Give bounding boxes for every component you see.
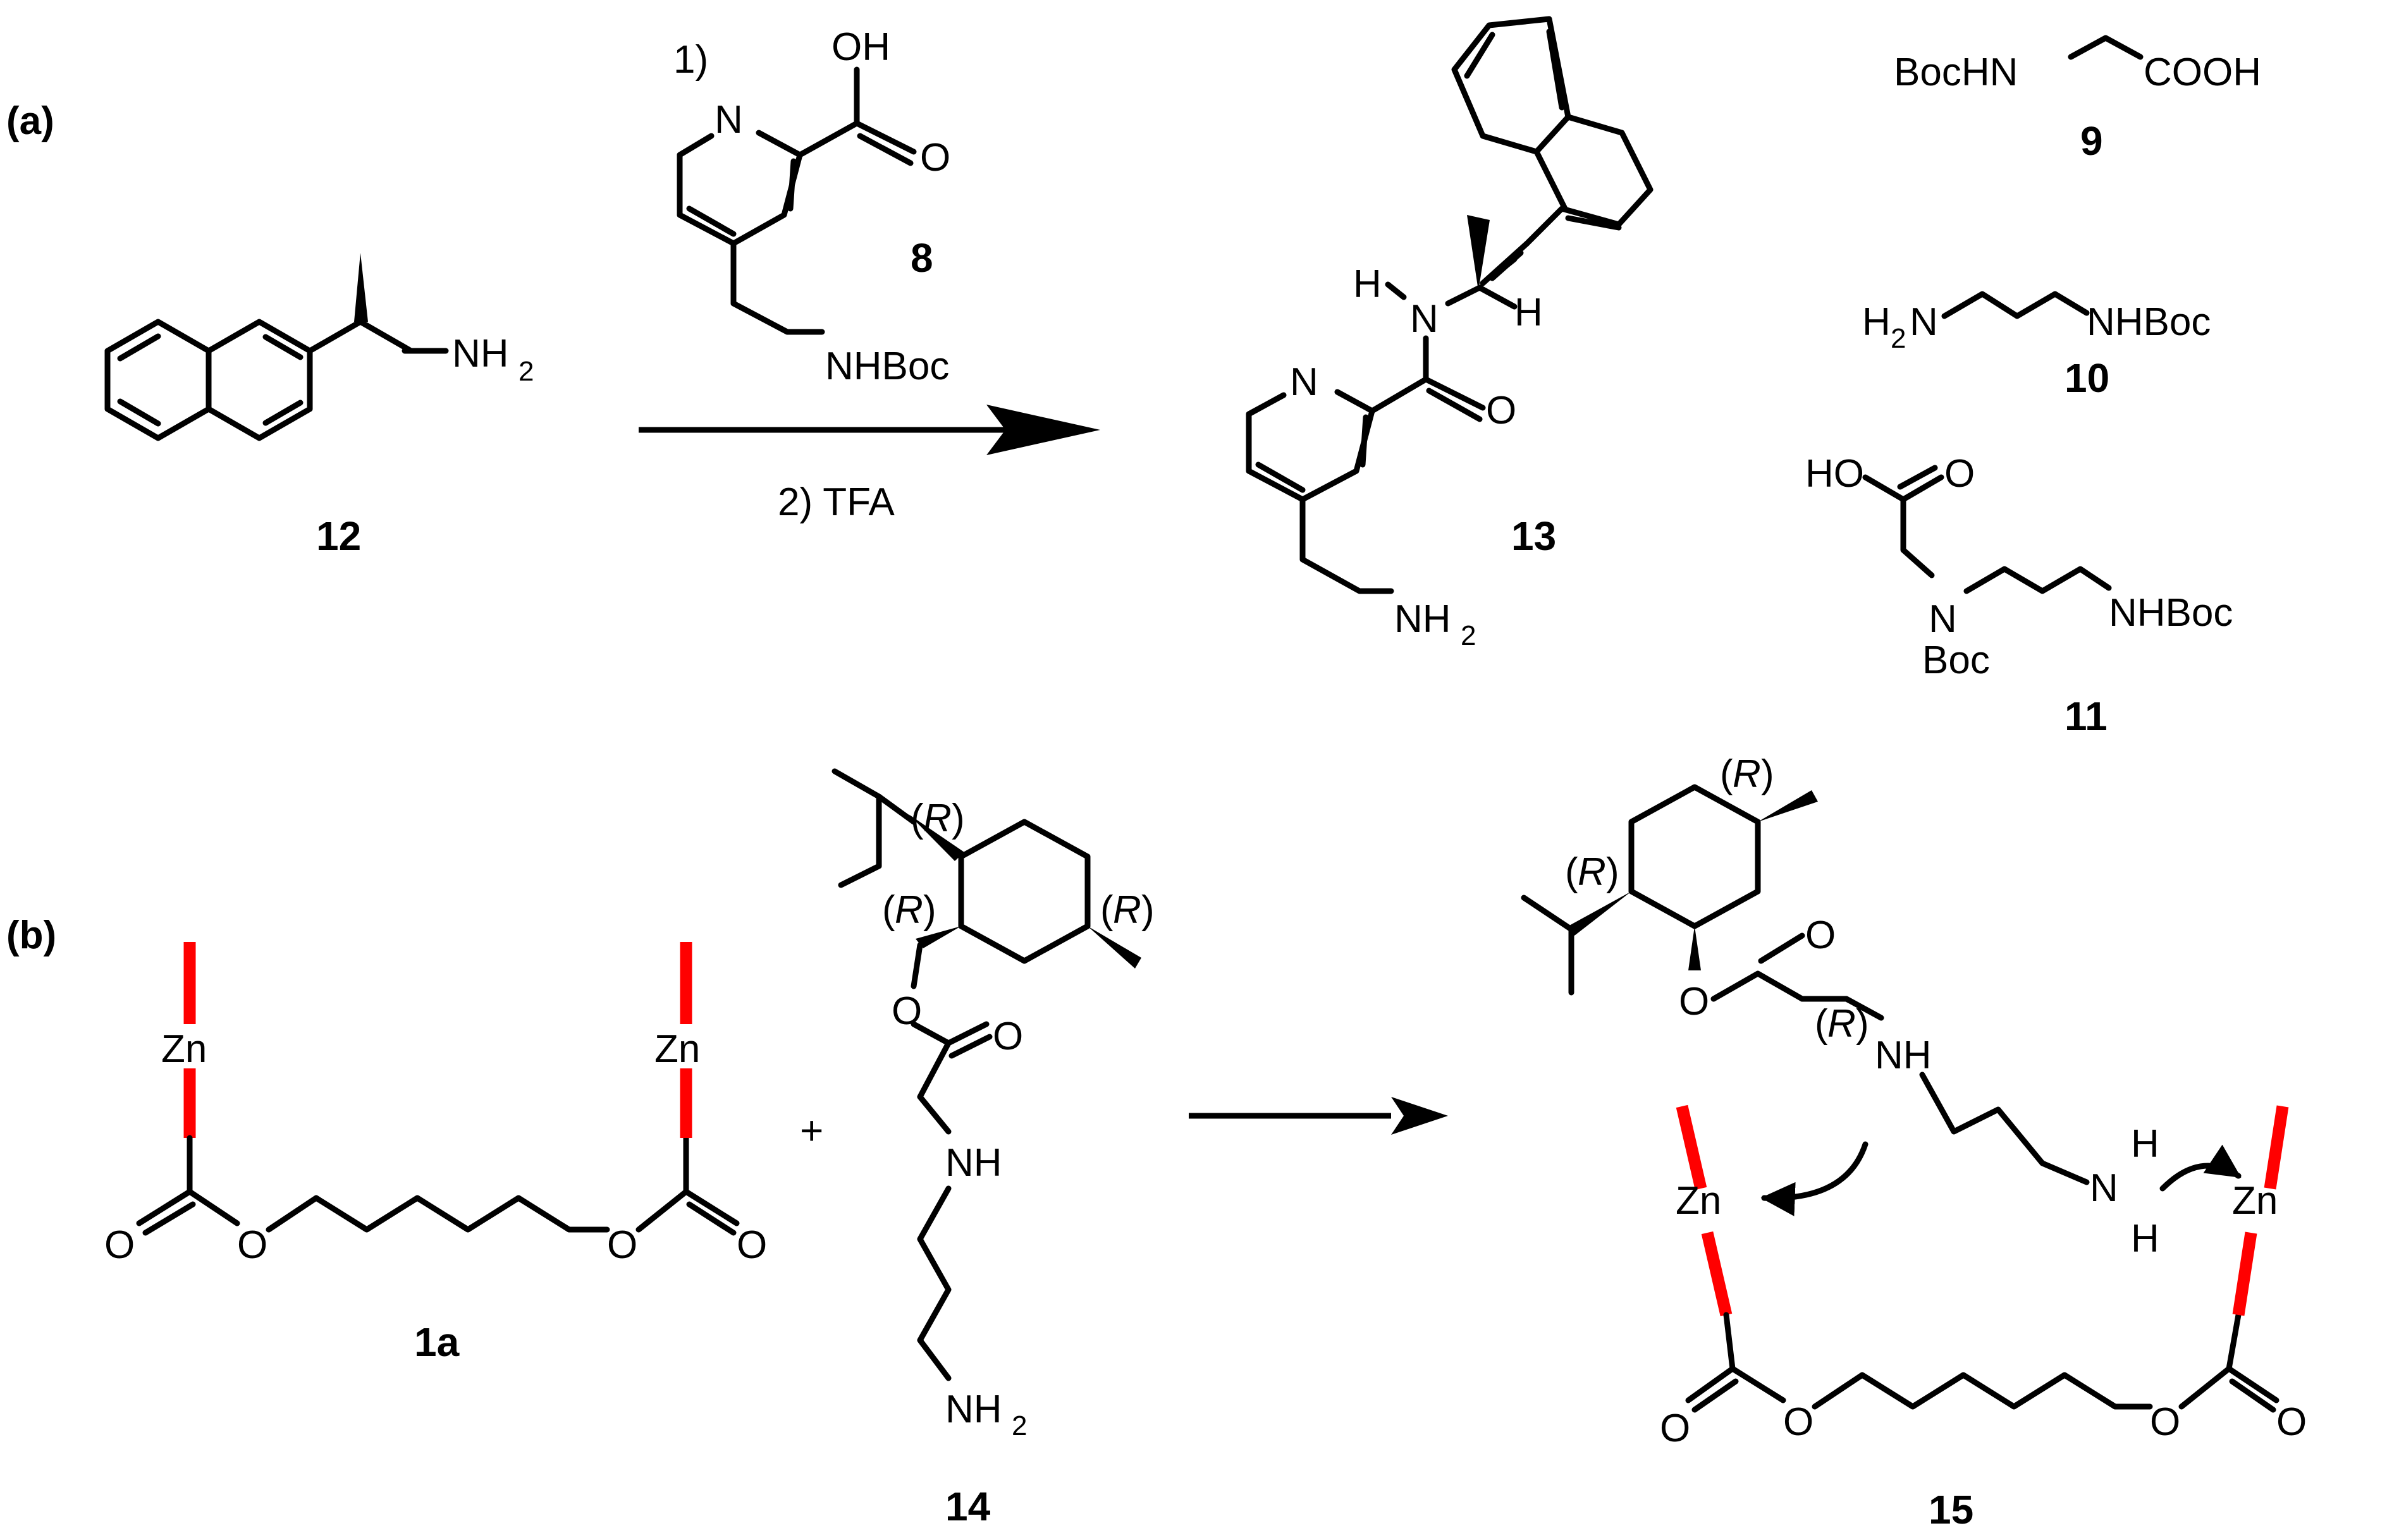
- svg-text:2: 2: [1461, 620, 1476, 651]
- svg-text:O: O: [237, 1223, 267, 1267]
- compound-8: N OH O NHBoc 8: [677, 25, 950, 388]
- svg-text:11: 11: [2065, 694, 2108, 739]
- svg-text:(: (: [1100, 888, 1114, 932]
- svg-text:): ): [923, 888, 936, 932]
- svg-text:(: (: [882, 888, 895, 932]
- svg-text:O: O: [2276, 1400, 2307, 1444]
- svg-text:(: (: [911, 797, 924, 840]
- svg-text:NH: NH: [452, 332, 509, 376]
- reaction-arrow-b: [1189, 1097, 1448, 1135]
- svg-text:1): 1): [673, 38, 708, 82]
- svg-text:O: O: [607, 1223, 637, 1267]
- compound-13: N NH 2 O N H H 13: [1246, 16, 1654, 651]
- svg-text:): ): [952, 797, 965, 840]
- panel-a-label: (a): [6, 99, 54, 143]
- svg-text:H: H: [2131, 1122, 2159, 1166]
- svg-text:R: R: [1827, 1002, 1856, 1046]
- svg-text:N: N: [1910, 300, 1938, 344]
- svg-text:O: O: [1783, 1400, 1813, 1444]
- svg-text:Zn: Zn: [1676, 1179, 1721, 1223]
- svg-text:R: R: [1113, 888, 1141, 932]
- svg-text:O: O: [104, 1223, 135, 1267]
- svg-text:O: O: [920, 136, 950, 180]
- svg-text:2) TFA: 2) TFA: [778, 480, 895, 524]
- svg-text:NHBoc: NHBoc: [2109, 591, 2233, 635]
- svg-text:2: 2: [1012, 1410, 1027, 1441]
- svg-text:12: 12: [316, 513, 361, 559]
- plus-sign: +: [800, 1108, 823, 1153]
- svg-text:): ): [1761, 752, 1774, 796]
- svg-text:NHBoc: NHBoc: [2087, 300, 2211, 344]
- svg-text:OH: OH: [831, 25, 890, 69]
- svg-text:H: H: [1862, 300, 1891, 344]
- svg-text:R: R: [895, 888, 923, 932]
- svg-text:O: O: [1805, 914, 1836, 957]
- svg-text:8: 8: [911, 235, 933, 281]
- svg-text:10: 10: [2065, 355, 2109, 401]
- svg-text:BocHN: BocHN: [1894, 51, 2018, 94]
- svg-text:O: O: [1679, 980, 1709, 1024]
- svg-text:15: 15: [1929, 1487, 1973, 1532]
- svg-text:NH: NH: [1394, 597, 1451, 641]
- svg-text:O: O: [993, 1015, 1023, 1058]
- svg-text:NHBoc: NHBoc: [825, 345, 949, 388]
- svg-text:Boc: Boc: [1922, 639, 1990, 682]
- svg-text:R: R: [923, 797, 952, 840]
- svg-text:R: R: [1578, 850, 1606, 894]
- svg-text:9: 9: [2080, 118, 2103, 164]
- svg-text:N: N: [2090, 1166, 2118, 1210]
- svg-text:H: H: [1514, 291, 1543, 334]
- svg-text:(: (: [1565, 850, 1578, 894]
- svg-text:13: 13: [1511, 513, 1556, 559]
- compound-12: NH 2 12: [104, 253, 534, 559]
- svg-text:N: N: [1929, 597, 1957, 641]
- svg-text:14: 14: [945, 1484, 991, 1529]
- svg-text:O: O: [2150, 1400, 2180, 1444]
- reaction-arrow-a: 1) 2) TFA: [639, 38, 1100, 524]
- svg-text:(: (: [1815, 1002, 1828, 1046]
- svg-text:HO: HO: [1805, 452, 1864, 496]
- svg-text:N: N: [715, 98, 743, 142]
- svg-text:O: O: [1660, 1407, 1690, 1450]
- svg-text:O: O: [1944, 452, 1975, 496]
- svg-text:O: O: [737, 1223, 767, 1267]
- compound-1a: Zn O O O O Zn 1a: [104, 942, 767, 1365]
- svg-text:NH: NH: [945, 1388, 1002, 1431]
- panel-b-label: (b): [6, 914, 56, 957]
- svg-text:2: 2: [1891, 323, 1906, 354]
- compound-15: O O NH N H H ( R ) ( R ) ( R ) Zn O O O …: [1521, 752, 2307, 1532]
- svg-text:): ): [1141, 888, 1155, 932]
- svg-text:N: N: [1410, 297, 1439, 341]
- compound-14: O O NH NH 2 ( R ) ( R ) ( R ) 14: [831, 768, 1155, 1529]
- svg-text:H: H: [2131, 1217, 2159, 1261]
- svg-text:2: 2: [519, 356, 534, 387]
- svg-text:Zn: Zn: [654, 1027, 700, 1071]
- svg-text:N: N: [1290, 360, 1318, 404]
- svg-text:): ): [1606, 850, 1619, 894]
- compound-11: HO O N NHBoc Boc 11: [1805, 452, 2233, 739]
- compound-9: BocHN COOH 9: [1894, 35, 2261, 164]
- svg-text:O: O: [1486, 389, 1516, 432]
- svg-text:NH: NH: [1875, 1034, 1932, 1077]
- svg-text:COOH: COOH: [2144, 51, 2261, 94]
- svg-text:1a: 1a: [414, 1319, 460, 1365]
- svg-text:H: H: [1353, 262, 1382, 306]
- svg-text:Zn: Zn: [161, 1027, 207, 1071]
- compound-10: H 2 N NHBoc 10: [1862, 291, 2211, 401]
- svg-text:NH: NH: [945, 1141, 1002, 1185]
- svg-text:(: (: [1720, 752, 1733, 796]
- svg-text:R: R: [1733, 752, 1761, 796]
- svg-text:): ): [1856, 1002, 1869, 1046]
